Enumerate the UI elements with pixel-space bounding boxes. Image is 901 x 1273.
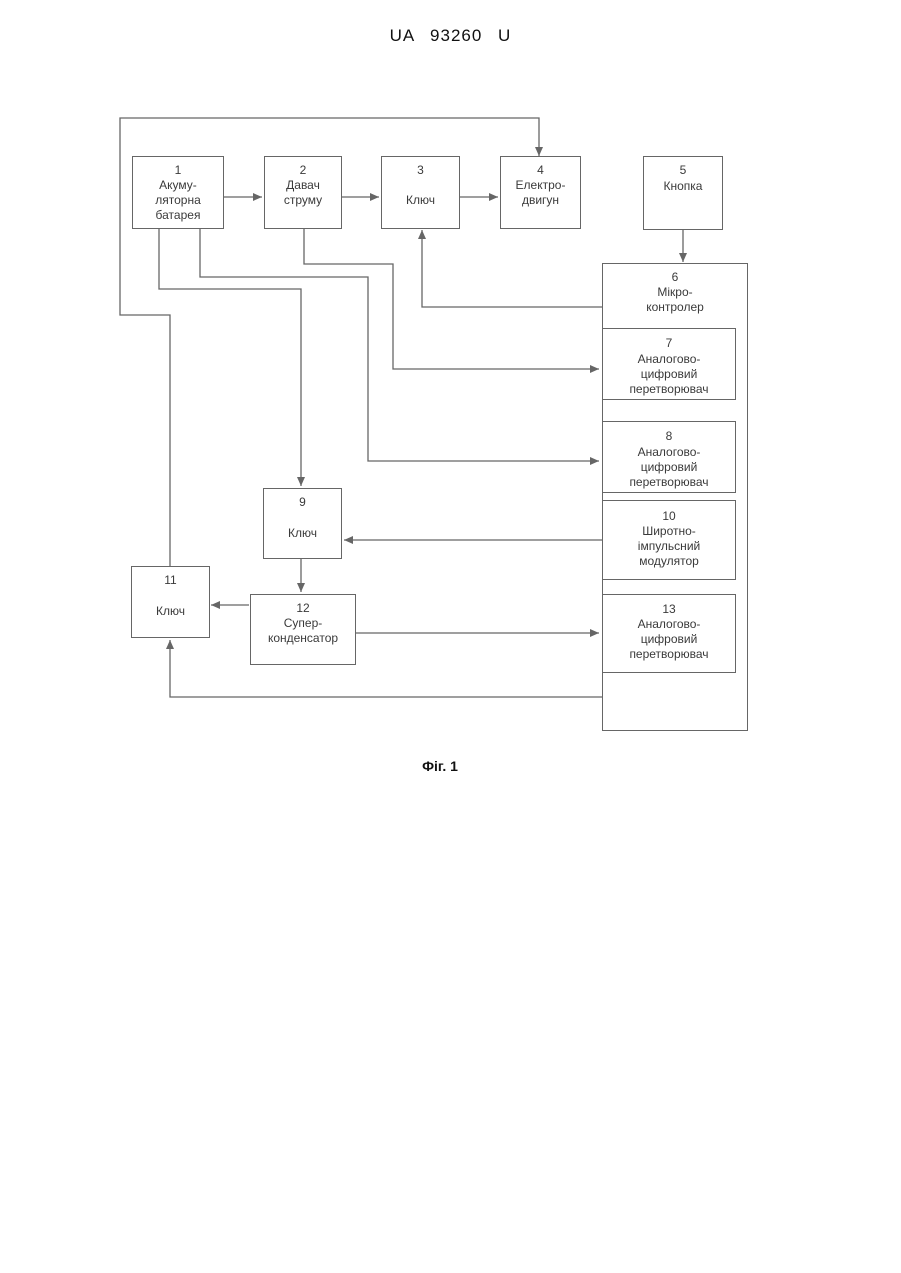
block-current-sensor-number: 2 bbox=[265, 163, 341, 178]
block-switch-3-label: Ключ bbox=[382, 193, 459, 208]
block-electric-motor-label: Електро- двигун bbox=[501, 178, 580, 208]
block-microcontroller-number: 6 bbox=[603, 270, 747, 285]
block-switch-9-number: 9 bbox=[264, 495, 341, 510]
block-adc-8: 8 Аналогово- цифровий перетворювач bbox=[602, 421, 736, 493]
block-switch-3-number: 3 bbox=[382, 163, 459, 178]
block-adc-8-number: 8 bbox=[603, 429, 735, 444]
block-switch-11-label: Ключ bbox=[132, 604, 209, 619]
block-adc-13-label: Аналогово- цифровий перетворювач bbox=[603, 617, 735, 662]
block-switch-9: 9 Ключ bbox=[263, 488, 342, 559]
block-pwm-modulator-label: Широтно- імпульсний модулятор bbox=[603, 524, 735, 569]
block-button-number: 5 bbox=[644, 163, 722, 178]
block-pwm-modulator-number: 10 bbox=[603, 509, 735, 524]
block-switch-9-label: Ключ bbox=[264, 526, 341, 541]
block-current-sensor-label: Давач струму bbox=[265, 178, 341, 208]
block-electric-motor: 4 Електро- двигун bbox=[500, 156, 581, 229]
block-supercapacitor-label: Супер- конденсатор bbox=[251, 616, 355, 646]
block-switch-11: 11 Ключ bbox=[131, 566, 210, 638]
wire-1-to-9 bbox=[159, 229, 301, 486]
block-supercapacitor-number: 12 bbox=[251, 601, 355, 616]
block-supercapacitor: 12 Супер- конденсатор bbox=[250, 594, 356, 665]
block-adc-7-label: Аналогово- цифровий перетворювач bbox=[603, 352, 735, 397]
block-battery-number: 1 bbox=[133, 163, 223, 178]
block-battery-label: Акуму- ляторна батарея bbox=[133, 178, 223, 223]
wire-6-to-3 bbox=[422, 230, 602, 307]
block-switch-3: 3 Ключ bbox=[381, 156, 460, 229]
block-adc-13-number: 13 bbox=[603, 602, 735, 617]
block-microcontroller-label: Мікро- контролер bbox=[603, 285, 747, 315]
wire-6-to-11 bbox=[170, 640, 602, 697]
block-button: 5 Кнопка bbox=[643, 156, 723, 230]
block-switch-11-number: 11 bbox=[132, 573, 209, 588]
block-adc-13: 13 Аналогово- цифровий перетворювач bbox=[602, 594, 736, 673]
block-button-label: Кнопка bbox=[644, 179, 722, 194]
wire-2-to-7 bbox=[304, 229, 599, 369]
block-adc-7-number: 7 bbox=[603, 336, 735, 351]
block-adc-8-label: Аналогово- цифровий перетворювач bbox=[603, 445, 735, 490]
wire-1-to-8 bbox=[200, 229, 599, 461]
figure-caption: Фіг. 1 bbox=[0, 758, 880, 774]
block-pwm-modulator: 10 Широтно- імпульсний модулятор bbox=[602, 500, 736, 580]
block-battery: 1 Акуму- ляторна батарея bbox=[132, 156, 224, 229]
block-current-sensor: 2 Давач струму bbox=[264, 156, 342, 229]
block-electric-motor-number: 4 bbox=[501, 163, 580, 178]
block-adc-7: 7 Аналогово- цифровий перетворювач bbox=[602, 328, 736, 400]
